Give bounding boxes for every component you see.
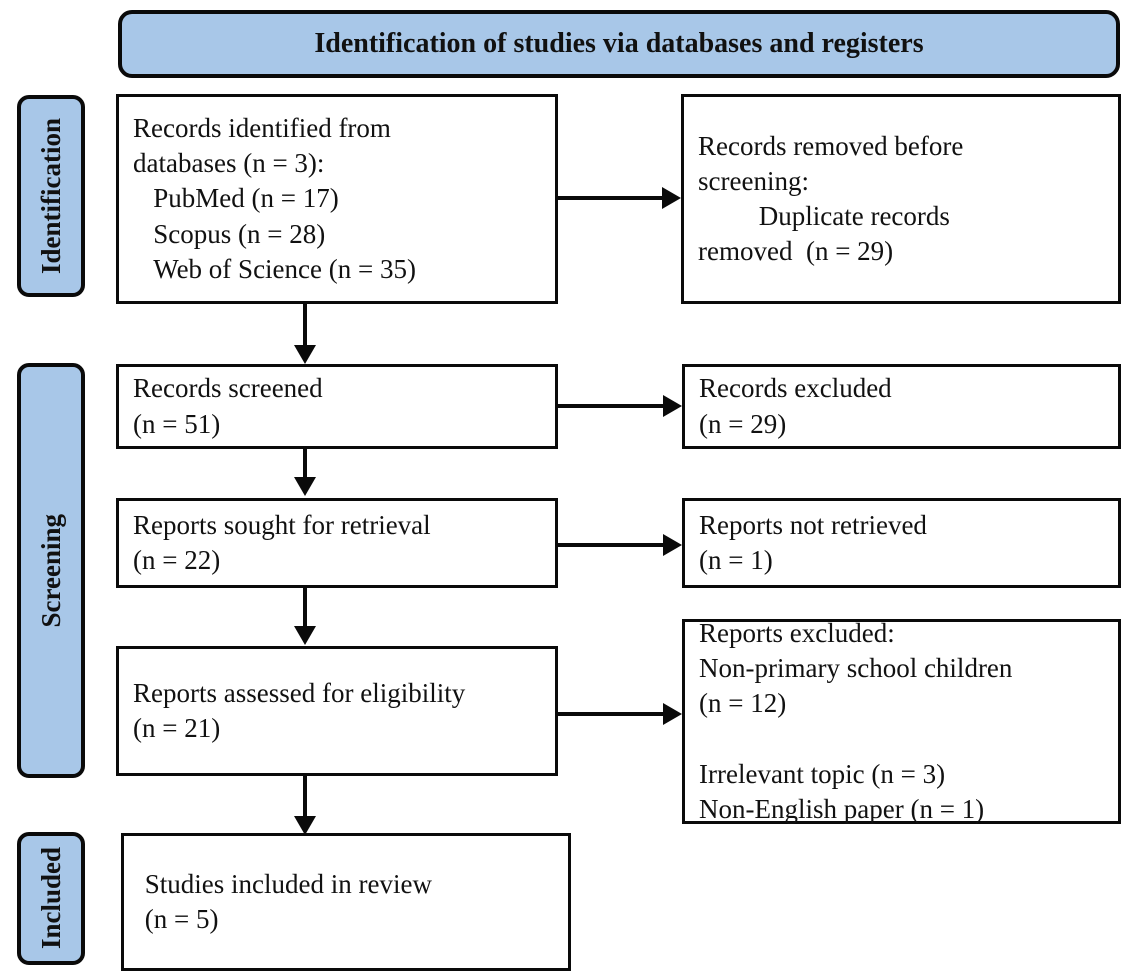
arrowhead-identified-to-screened [294,345,316,364]
arrowhead-sought-to-not-retrieved [663,534,682,556]
arrowhead-screened-to-excluded [663,395,682,417]
node-reports-sought: Reports sought for retrieval (n = 22) [116,498,558,588]
stage-identification-label: Identification [35,117,66,274]
node-records-excluded: Records excluded (n = 29) [682,364,1121,449]
node-records-removed: Records removed before screening: Duplic… [681,94,1121,304]
banner-title: Identification of studies via databases … [314,28,924,59]
node-studies-included-text: Studies included in review (n = 5) [144,868,432,934]
node-reports-assessed: Reports assessed for eligibility (n = 21… [116,646,558,776]
arrowhead-assessed-to-included [294,816,316,835]
connector-screened-to-sought [303,449,307,479]
stage-included-label: Included [35,847,66,950]
stage-screening: Screening [17,363,85,778]
node-records-excluded-text: Records excluded (n = 29) [699,373,892,439]
node-reports-not-retrieved: Reports not retrieved (n = 1) [682,498,1121,588]
node-reports-sought-text: Reports sought for retrieval (n = 22) [133,509,431,575]
stage-identification: Identification [17,95,85,297]
diagram-banner: Identification of studies via databases … [118,10,1120,78]
node-records-identified: Records identified from databases (n = 3… [116,94,558,304]
stage-included: Included [17,832,85,965]
connector-sought-to-not-retrieved [558,543,665,547]
connector-screened-to-excluded [558,404,665,408]
arrowhead-screened-to-sought [294,477,316,496]
arrowhead-identified-to-removed [662,187,681,209]
connector-identified-to-screened [303,304,307,347]
node-records-screened: Records screened (n = 51) [116,364,558,449]
arrowhead-sought-to-assessed [294,626,316,645]
connector-assessed-to-excluded [558,712,665,716]
stage-screening-label: Screening [35,513,66,628]
node-reports-excluded: Reports excluded: Non-primary school chi… [682,618,1121,824]
connector-sought-to-assessed [303,588,307,628]
node-reports-assessed-text: Reports assessed for eligibility (n = 21… [133,677,466,743]
connector-assessed-to-included [303,776,307,818]
node-reports-not-retrieved-text: Reports not retrieved (n = 1) [699,509,927,575]
node-records-screened-text: Records screened (n = 51) [133,373,323,439]
arrowhead-assessed-to-excluded [663,703,682,725]
node-records-identified-text: Records identified from databases (n = 3… [133,113,416,284]
connector-identified-to-removed [558,196,664,200]
node-records-removed-text: Records removed before screening: Duplic… [698,130,964,267]
node-studies-included: Studies included in review (n = 5) [121,833,571,971]
node-reports-excluded-text: Reports excluded: Non-primary school chi… [699,618,1013,824]
